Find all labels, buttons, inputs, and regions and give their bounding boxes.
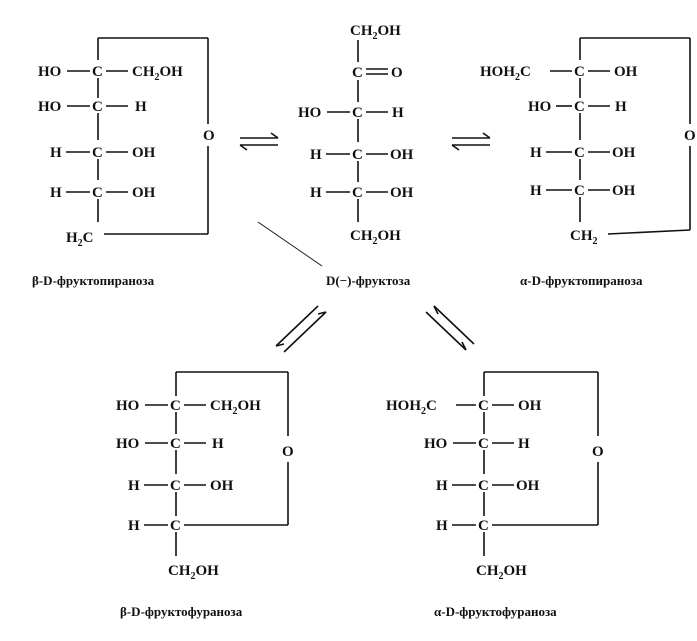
caption-beta-furanose: β-D-фруктофураноза (120, 604, 243, 619)
atom-oh: OH (612, 145, 636, 161)
atom-c: C (92, 145, 103, 161)
beta-furanose-structure: HO C CH2OH HO C H H C OH H C CH2OH O (116, 371, 294, 582)
atom-oh: OH (132, 145, 156, 161)
atom-h: H (530, 145, 542, 161)
atom-c: C (352, 147, 363, 163)
group-ch2oh: CH2OH (132, 64, 183, 83)
atom-oh: OH (518, 398, 542, 414)
atom-c: C (478, 518, 489, 534)
atom-h: H (436, 518, 448, 534)
alpha-pyranose-structure: HOH2C C OH HO C H H C OH H C OH CH2 O (480, 37, 696, 247)
atom-oh: OH (390, 185, 414, 201)
atom-h: H (128, 478, 140, 494)
atom-oh: OH (390, 147, 414, 163)
atom-h: H (310, 147, 322, 163)
ring-oxygen: O (684, 128, 696, 144)
atom-o: O (391, 65, 403, 81)
atom-h: H (392, 105, 404, 121)
atom-ho: HO (298, 105, 321, 121)
atom-ho: HO (38, 99, 61, 115)
group-ch2oh: CH2OH (350, 23, 401, 42)
atom-ho: HO (116, 436, 139, 452)
atom-c: C (574, 99, 585, 115)
atom-c: C (574, 183, 585, 199)
ring-oxygen: O (282, 444, 294, 460)
group-hoh2c: HOH2C (386, 398, 437, 417)
stray-line (257, 221, 323, 267)
atom-c: C (170, 398, 181, 414)
alpha-furanose-structure: HOH2C C OH HO C H H C OH H C CH2OH O (386, 371, 604, 582)
atom-h: H (530, 183, 542, 199)
atom-c: C (574, 145, 585, 161)
atom-oh: OH (132, 185, 156, 201)
group-hoh2c: HOH2C (480, 64, 531, 83)
atom-h: H (518, 436, 530, 452)
atom-c: C (478, 478, 489, 494)
atom-ho: HO (424, 436, 447, 452)
atom-c: C (92, 99, 103, 115)
group-h2c: H2C (66, 230, 94, 249)
ring-oxygen: O (203, 128, 215, 144)
atom-oh: OH (210, 478, 234, 494)
atom-c: C (352, 65, 363, 81)
atom-h: H (310, 185, 322, 201)
atom-oh: OH (516, 478, 540, 494)
group-ch2oh: CH2OH (350, 228, 401, 247)
open-chain-structure: CH2OH C O HO C H H C OH H C OH CH2OH (298, 23, 414, 247)
equilibrium-arrow-right (451, 132, 491, 151)
equilibrium-arrow-down-right (425, 305, 475, 351)
atom-h: H (436, 478, 448, 494)
atom-c: C (92, 185, 103, 201)
atom-h: H (50, 145, 62, 161)
atom-c: C (92, 64, 103, 80)
atom-ho: HO (38, 64, 61, 80)
atom-ho: HO (528, 99, 551, 115)
atom-c: C (352, 105, 363, 121)
atom-c: C (478, 436, 489, 452)
group-ch2oh: CH2OH (168, 563, 219, 582)
atom-h: H (50, 185, 62, 201)
caption-alpha-furanose: α-D-фруктофураноза (434, 604, 557, 619)
beta-pyranose-structure: HO C CH2OH HO C H H C OH H C OH H2C O (38, 37, 215, 249)
group-ch2oh: CH2OH (476, 563, 527, 582)
atom-ho: HO (116, 398, 139, 414)
atom-c: C (574, 64, 585, 80)
caption-open-chain: D(−)-фруктоза (326, 273, 411, 288)
atom-c: C (170, 478, 181, 494)
atom-h: H (128, 518, 140, 534)
group-ch2oh: CH2OH (210, 398, 261, 417)
atom-c: C (478, 398, 489, 414)
atom-h: H (135, 99, 147, 115)
atom-oh: OH (612, 183, 636, 199)
atom-c: C (170, 436, 181, 452)
atom-oh: OH (614, 64, 638, 80)
atom-h: H (212, 436, 224, 452)
ring-oxygen: O (592, 444, 604, 460)
equilibrium-arrow-down-left (275, 305, 327, 353)
atom-h: H (615, 99, 627, 115)
group-ch2: CH2 (570, 228, 598, 247)
caption-alpha-pyranose: α-D-фруктопираноза (520, 273, 643, 288)
equilibrium-arrow-left (239, 132, 279, 151)
caption-beta-pyranose: β-D-фруктопираноза (32, 273, 155, 288)
atom-c: C (170, 518, 181, 534)
atom-c: C (352, 185, 363, 201)
